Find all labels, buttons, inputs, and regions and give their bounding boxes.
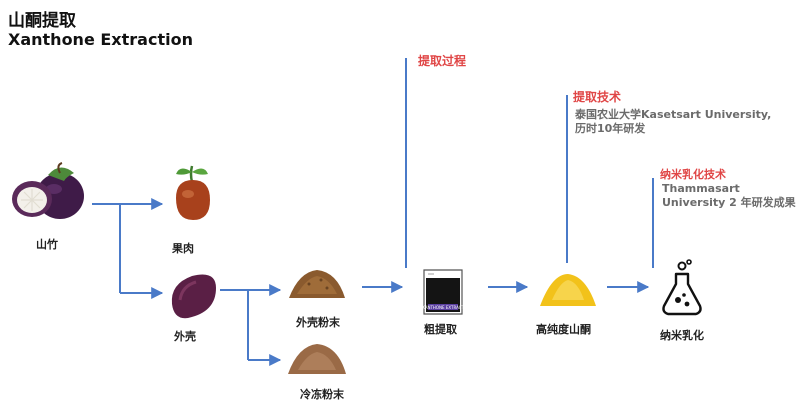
beaker-image: XANTHONE EXTRACT bbox=[422, 269, 465, 315]
annotation-technology-note-1: 泰国农业大学Kasetsart University, bbox=[575, 108, 772, 121]
mangosteen-image bbox=[12, 162, 84, 219]
node-shell-powder: 外壳粉末 bbox=[296, 316, 340, 329]
shell-image bbox=[171, 274, 216, 319]
annotation-nano-tech: 纳米乳化技术 bbox=[660, 168, 726, 181]
beaker-label: XANTHONE EXTRACT bbox=[422, 305, 465, 310]
annotation-technology-note-2: 历时10年研发 bbox=[575, 122, 646, 135]
annotation-nano-note-2: University 2 年研发成果 bbox=[662, 196, 796, 209]
page-title-zh: 山酮提取 bbox=[8, 11, 76, 31]
node-crude-extract: 粗提取 bbox=[424, 323, 457, 336]
flask-icon bbox=[662, 259, 702, 316]
annotation-process: 提取过程 bbox=[418, 54, 467, 68]
yellow-powder-image bbox=[540, 274, 596, 306]
pulp-image bbox=[176, 165, 210, 220]
page-title-en: Xanthone Extraction bbox=[8, 30, 193, 49]
node-shell: 外壳 bbox=[174, 330, 196, 343]
annotation-technology: 提取技术 bbox=[573, 90, 622, 104]
node-mangosteen: 山竹 bbox=[36, 238, 58, 251]
freeze-powder-image bbox=[288, 344, 346, 374]
node-pulp: 果肉 bbox=[172, 242, 194, 255]
node-freeze-powder: 冷冻粉末 bbox=[300, 388, 344, 401]
shell-powder-image bbox=[289, 270, 345, 298]
annotation-nano-note-1: Thammasart bbox=[662, 182, 740, 195]
node-nano-emulsion: 纳米乳化 bbox=[660, 329, 704, 342]
node-high-purity: 高纯度山酮 bbox=[536, 323, 591, 336]
